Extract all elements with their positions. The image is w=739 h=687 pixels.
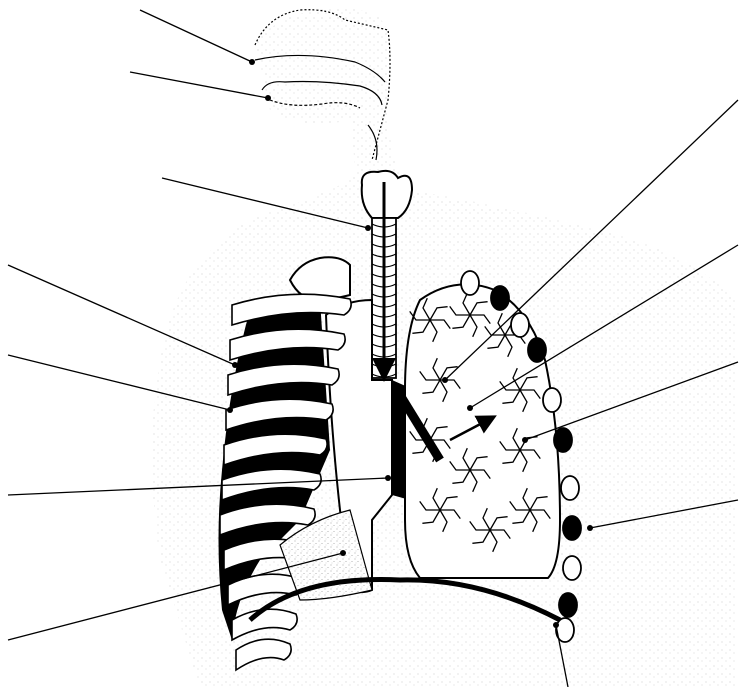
leader-dot: [227, 407, 233, 413]
pleural-bead: [491, 286, 509, 310]
pleural-bead: [511, 313, 529, 337]
leader-dot: [340, 550, 346, 556]
leader-dot: [522, 437, 528, 443]
leader-line-nasal-cavity: [140, 10, 252, 62]
leader-dot: [265, 95, 271, 101]
leader-dot: [249, 59, 255, 65]
pleural-bead: [528, 338, 546, 362]
pleural-bead: [554, 428, 572, 452]
leader-line-oral-cavity: [130, 72, 268, 98]
pleural-bead: [561, 476, 579, 500]
leader-dot: [442, 377, 448, 383]
leader-dot: [365, 225, 371, 231]
leader-dot: [587, 525, 593, 531]
leader-dot: [467, 405, 473, 411]
pleural-bead: [559, 593, 577, 617]
leader-dot: [232, 362, 238, 368]
pleural-bead: [563, 556, 581, 580]
leader-dot: [553, 622, 559, 628]
pleural-bead: [543, 388, 561, 412]
pleural-bead: [461, 271, 479, 295]
leader-dot: [385, 475, 391, 481]
pleural-bead: [563, 516, 581, 540]
